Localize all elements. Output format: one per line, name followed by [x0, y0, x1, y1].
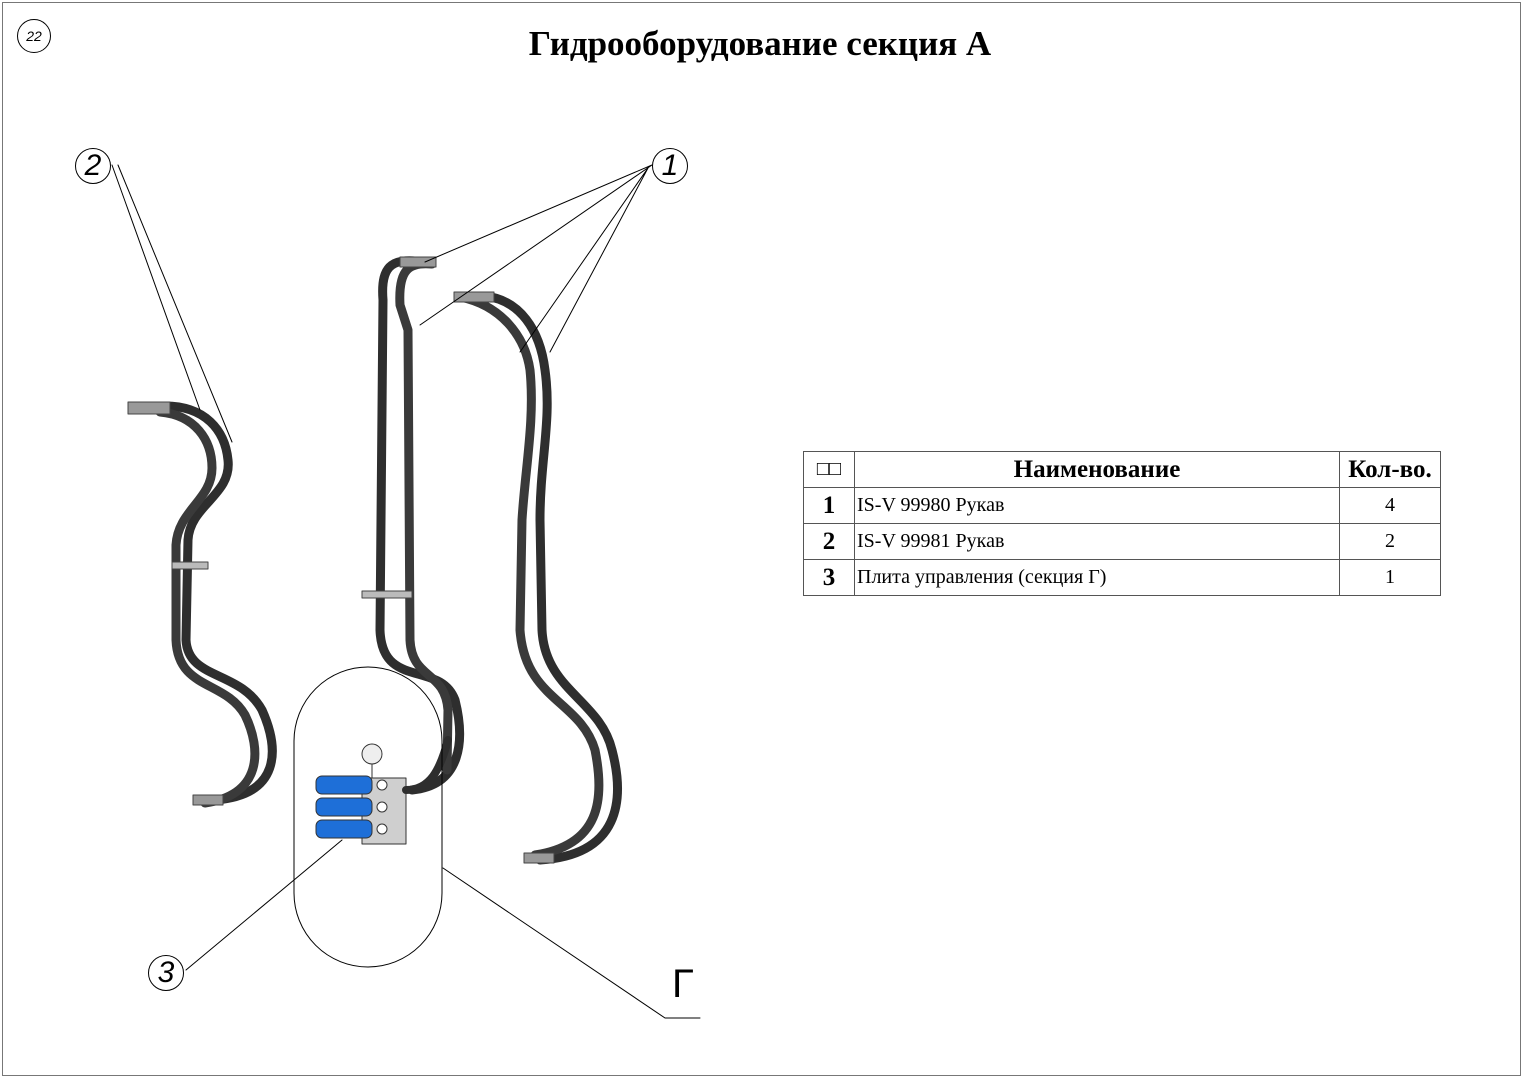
row-pos: 3: [803, 559, 855, 596]
page-number: 22: [17, 19, 51, 53]
hose-item-1-right: [453, 291, 622, 865]
header-name: Наименование: [854, 451, 1340, 488]
table-row: 1 IS-V 99980 Рукав 4: [803, 487, 1441, 524]
leader-lines: [111, 164, 701, 1019]
header-pos: □□: [803, 451, 855, 488]
row-qty: 4: [1339, 487, 1441, 524]
row-name: IS-V 99981 Рукав: [854, 523, 1340, 560]
row-name: Плита управления (секция Г): [854, 559, 1340, 596]
table-header-row: □□ Наименование Кол-во.: [803, 451, 1441, 488]
hose-item-1-middle: [361, 256, 465, 795]
control-plate: [315, 736, 452, 845]
detail-view-boundary: [293, 666, 443, 968]
callout-item-3: 3: [148, 955, 184, 991]
table-row: 3 Плита управления (секция Г) 1: [803, 559, 1441, 596]
row-name: IS-V 99980 Рукав: [854, 487, 1340, 524]
table-row: 2 IS-V 99981 Рукав 2: [803, 523, 1441, 560]
page-title: Гидрооборудование секция А: [528, 24, 992, 63]
row-pos: 1: [803, 487, 855, 524]
row-pos: 2: [803, 523, 855, 560]
hose-item-2: [127, 401, 277, 808]
callout-item-2: 2: [75, 148, 111, 184]
callout-item-1: 1: [652, 148, 688, 184]
row-qty: 2: [1339, 523, 1441, 560]
parts-table: □□ Наименование Кол-во. 1 IS-V 99980 Рук…: [803, 451, 1441, 596]
row-qty: 1: [1339, 559, 1441, 596]
detail-view-label: Г: [672, 962, 694, 1006]
header-qty: Кол-во.: [1339, 451, 1441, 488]
